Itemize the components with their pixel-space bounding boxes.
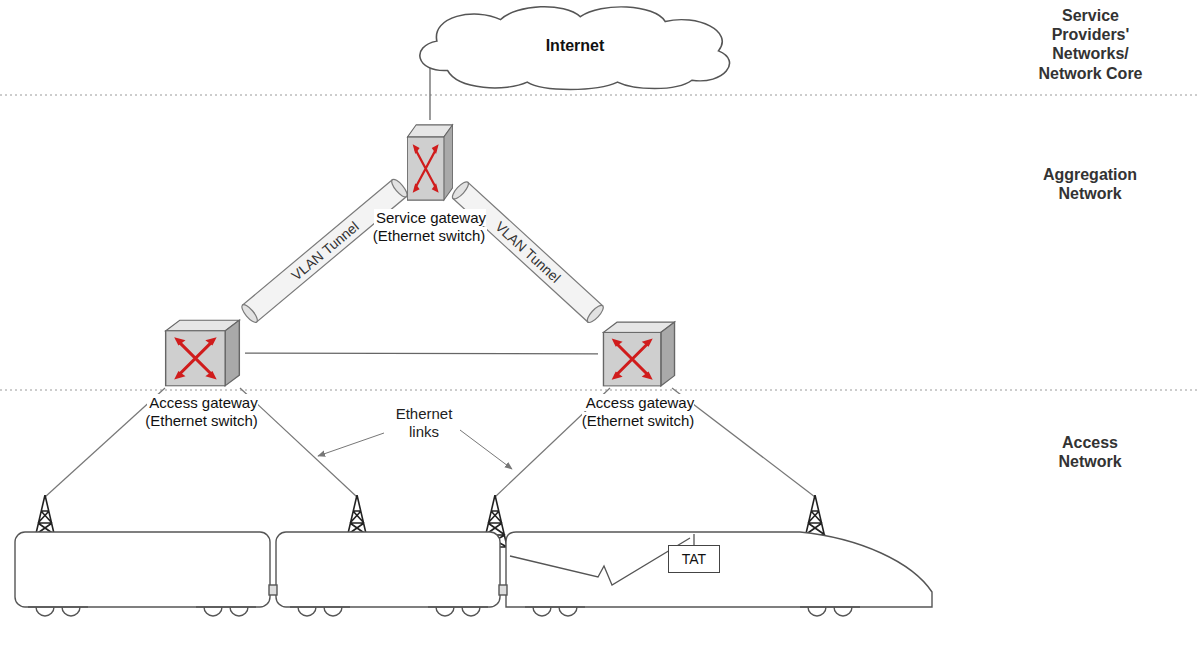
- switch-node: Service gateway (Ethernet switch): [404, 120, 456, 205]
- switch-label-text: Access gateway (Ethernet switch): [145, 394, 260, 429]
- terminal-box: TAT: [668, 545, 720, 573]
- layer-label: Aggregation Network: [1030, 165, 1150, 203]
- train-carriage: [276, 532, 500, 607]
- switch-node: Access gateway (Ethernet switch): [160, 316, 245, 390]
- wireless-link: [510, 538, 690, 585]
- switch-label-text: Service gateway (Ethernet switch): [373, 209, 488, 244]
- switch-icon: [160, 316, 245, 390]
- vlan-tunnel: [450, 180, 606, 325]
- antenna: [693, 534, 694, 545]
- edge-label: VLAN Tunnel: [493, 219, 563, 285]
- switch-label: Access gateway (Ethernet switch): [128, 394, 278, 430]
- callout-label: Ethernet links: [386, 405, 462, 441]
- switch-label: Access gateway (Ethernet switch): [564, 394, 714, 430]
- switch-icon: [598, 318, 680, 390]
- tunnel-body: [453, 182, 603, 322]
- ethernet-link: [45, 388, 815, 497]
- network-link: [429, 65, 430, 120]
- tunnel-body: [243, 180, 407, 322]
- box-label: TAT: [682, 551, 706, 568]
- train-carriage: [15, 532, 270, 607]
- layer-label: Access Network: [1030, 433, 1150, 471]
- train: [15, 532, 932, 616]
- bogie: [196, 607, 256, 616]
- leader-arrow: [318, 433, 384, 456]
- train-locomotive: [506, 532, 932, 607]
- edge-label: VLAN Tunnel: [288, 219, 360, 283]
- layer-divider: [0, 95, 1197, 390]
- bogie: [290, 607, 350, 616]
- bogie: [800, 607, 860, 616]
- tunnel-end: [389, 177, 409, 199]
- vlan-tunnel: [239, 177, 409, 324]
- switch-label: Service gateway (Ethernet switch): [355, 209, 505, 245]
- bogie: [28, 607, 88, 616]
- tunnel-end: [239, 303, 259, 325]
- coupling: [499, 585, 507, 595]
- cloud-node: Internet: [405, 2, 745, 90]
- bogie: [525, 607, 585, 616]
- layer-label: Service Providers' Networks/ Network Cor…: [1028, 6, 1153, 83]
- divider-line: [0, 390, 1197, 391]
- leader-arrow: [460, 430, 512, 469]
- coupling: [269, 585, 277, 595]
- tunnel-end: [585, 303, 606, 325]
- wireless-link: [510, 534, 694, 585]
- divider-line: [0, 95, 1197, 96]
- switch-node: Access gateway (Ethernet switch): [598, 318, 680, 390]
- switch-label-text: Access gateway (Ethernet switch): [582, 394, 697, 429]
- switch-icon: [404, 120, 456, 205]
- network-link: [245, 352, 598, 354]
- bogie: [428, 607, 488, 616]
- cloud-label: Internet: [546, 36, 605, 55]
- tunnel-end: [450, 180, 471, 202]
